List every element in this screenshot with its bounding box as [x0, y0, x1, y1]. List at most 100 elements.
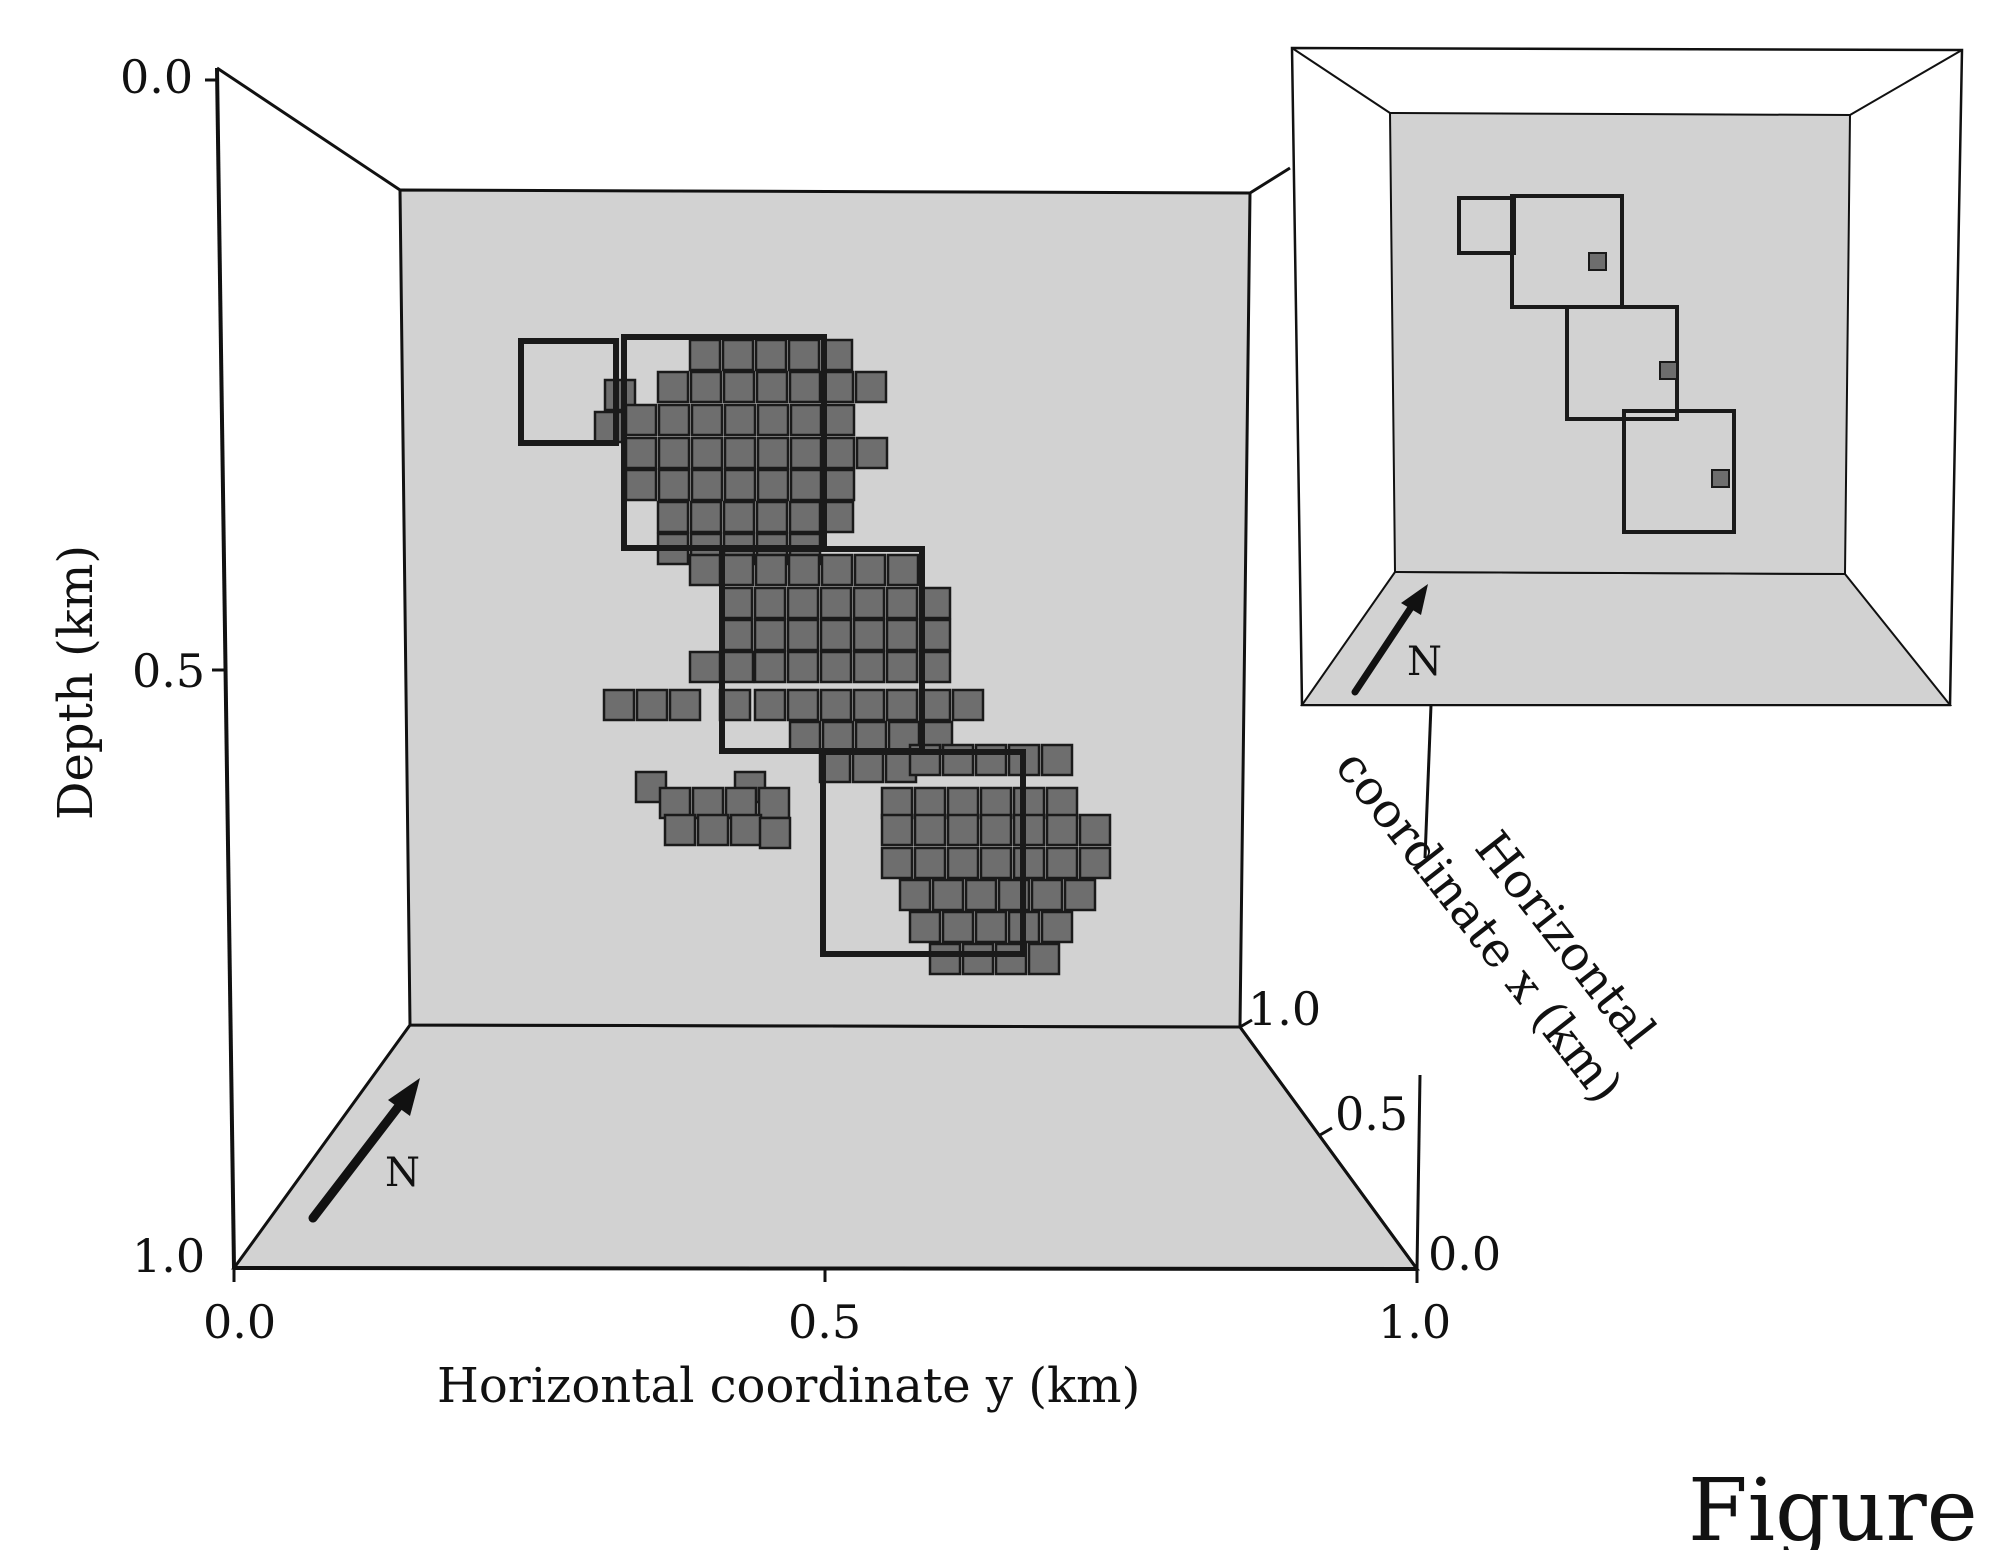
voxel-cell	[898, 878, 932, 912]
main-3d-box: N 0.0 0.5 1.0 0.0 0.5 1.0 0.0 0.5 1.0 Ho…	[48, 50, 1666, 1414]
voxel-cell	[961, 942, 995, 976]
voxel-cell	[720, 586, 754, 620]
depth-tick-label-1: 1.0	[132, 1229, 205, 1283]
voxel-cell	[1045, 786, 1079, 820]
voxel-cell	[657, 403, 691, 437]
voxel-cell	[886, 553, 920, 587]
voxel-cell	[593, 410, 627, 444]
voxel-cell	[786, 688, 820, 722]
box-edge-left-vertical	[215, 67, 236, 1269]
voxel-cell	[753, 618, 787, 652]
north-arrow: N	[308, 1078, 420, 1223]
y-axis-title: Horizontal coordinate y (km)	[437, 1358, 1140, 1414]
voxel-cell	[656, 500, 690, 534]
voxel-cell	[658, 786, 692, 820]
outlined-cells	[518, 334, 1026, 957]
voxel-cell	[721, 553, 755, 587]
voxel-cell	[946, 846, 980, 880]
voxel-cell	[951, 688, 985, 722]
voxel-cell	[885, 688, 919, 722]
voxel-cell	[729, 813, 763, 847]
voxel-cell	[946, 786, 980, 820]
voxel-cell	[656, 370, 690, 404]
voxel-cell	[754, 338, 788, 372]
x-tick-label-1: 1.0	[1248, 982, 1321, 1036]
voxel-cell	[753, 650, 787, 684]
voxel-cell	[880, 846, 914, 880]
voxel-cell	[624, 403, 658, 437]
voxel-cell	[755, 500, 789, 534]
voxel-cell	[854, 720, 888, 754]
voxel-cell	[789, 468, 823, 502]
north-arrow-head	[388, 1078, 420, 1116]
voxel-cell	[854, 370, 888, 404]
voxel-cell	[723, 468, 757, 502]
voxel-cell	[724, 786, 758, 820]
voxel-cell	[786, 586, 820, 620]
voxel-cell	[1012, 813, 1046, 847]
voxel-cell	[974, 910, 1008, 944]
y-tick-label-05: 0.5	[788, 1295, 861, 1349]
voxel-cell	[928, 942, 962, 976]
voxel-cell	[822, 403, 856, 437]
north-arrow-shaft	[308, 1097, 407, 1223]
voxel-cell	[756, 403, 790, 437]
voxel-cell	[634, 770, 668, 804]
voxel-cell	[624, 468, 658, 502]
voxel-cell	[1078, 813, 1112, 847]
voxel-cell	[1040, 743, 1074, 777]
inset-voxel-2	[1659, 361, 1678, 380]
voxel-cell	[754, 553, 788, 587]
voxel-cell	[722, 500, 756, 534]
voxel-cell	[786, 618, 820, 652]
voxel-cell	[688, 650, 722, 684]
voxel-cell	[1012, 846, 1046, 880]
voxel-cell	[723, 403, 757, 437]
voxel-cell	[819, 650, 853, 684]
box-edge-right-floor	[1238, 1026, 1419, 1270]
inset-voxel-3	[1711, 469, 1730, 488]
x-tick-label-05: 0.5	[1335, 1087, 1408, 1141]
voxel-cell	[913, 813, 947, 847]
voxel-cell	[964, 878, 998, 912]
voxel-cell	[853, 553, 887, 587]
inset-north-arrow-shaft	[1351, 599, 1418, 696]
voxel-cell	[819, 586, 853, 620]
voxel-cell	[755, 370, 789, 404]
voxel-cell	[691, 786, 725, 820]
voxel-cell	[852, 586, 886, 620]
voxel-cell	[1063, 878, 1097, 912]
x-tick-05	[1319, 1126, 1333, 1137]
voxel-cell	[946, 813, 980, 847]
voxel-cell	[852, 650, 886, 684]
voxel-cell	[689, 500, 723, 534]
voxel-cell	[787, 553, 821, 587]
voxel-cell	[820, 553, 854, 587]
inset-north-arrow: N	[1351, 584, 1442, 696]
voxel-cell	[908, 910, 942, 944]
inset-3d-box: N	[1290, 46, 1964, 859]
voxel-cell	[756, 436, 790, 470]
inset-back-wall-panel	[1388, 111, 1852, 576]
depth-axis-title: Depth (km)	[48, 545, 104, 820]
voxel-cell	[789, 436, 823, 470]
voxel-cell	[941, 910, 975, 944]
voxel-cell	[880, 813, 914, 847]
voxel-cell	[690, 468, 724, 502]
box-edge-top	[217, 68, 1290, 168]
voxel-cell	[822, 468, 856, 502]
voxel-cell	[753, 688, 787, 722]
voxel-cell	[688, 553, 722, 587]
voxel-cell	[657, 468, 691, 502]
voxel-cell	[979, 846, 1013, 880]
inset-voxel-1	[1588, 252, 1607, 271]
voxel-cell	[913, 786, 947, 820]
box-edge-right-vertical	[1415, 1074, 1422, 1270]
voxel-cell	[885, 618, 919, 652]
voxel-cell	[821, 500, 855, 534]
voxel-cell	[756, 468, 790, 502]
voxel-cell	[722, 370, 756, 404]
inset-north-label: N	[1407, 639, 1442, 685]
y-tick-label-1: 1.0	[1378, 1295, 1451, 1349]
